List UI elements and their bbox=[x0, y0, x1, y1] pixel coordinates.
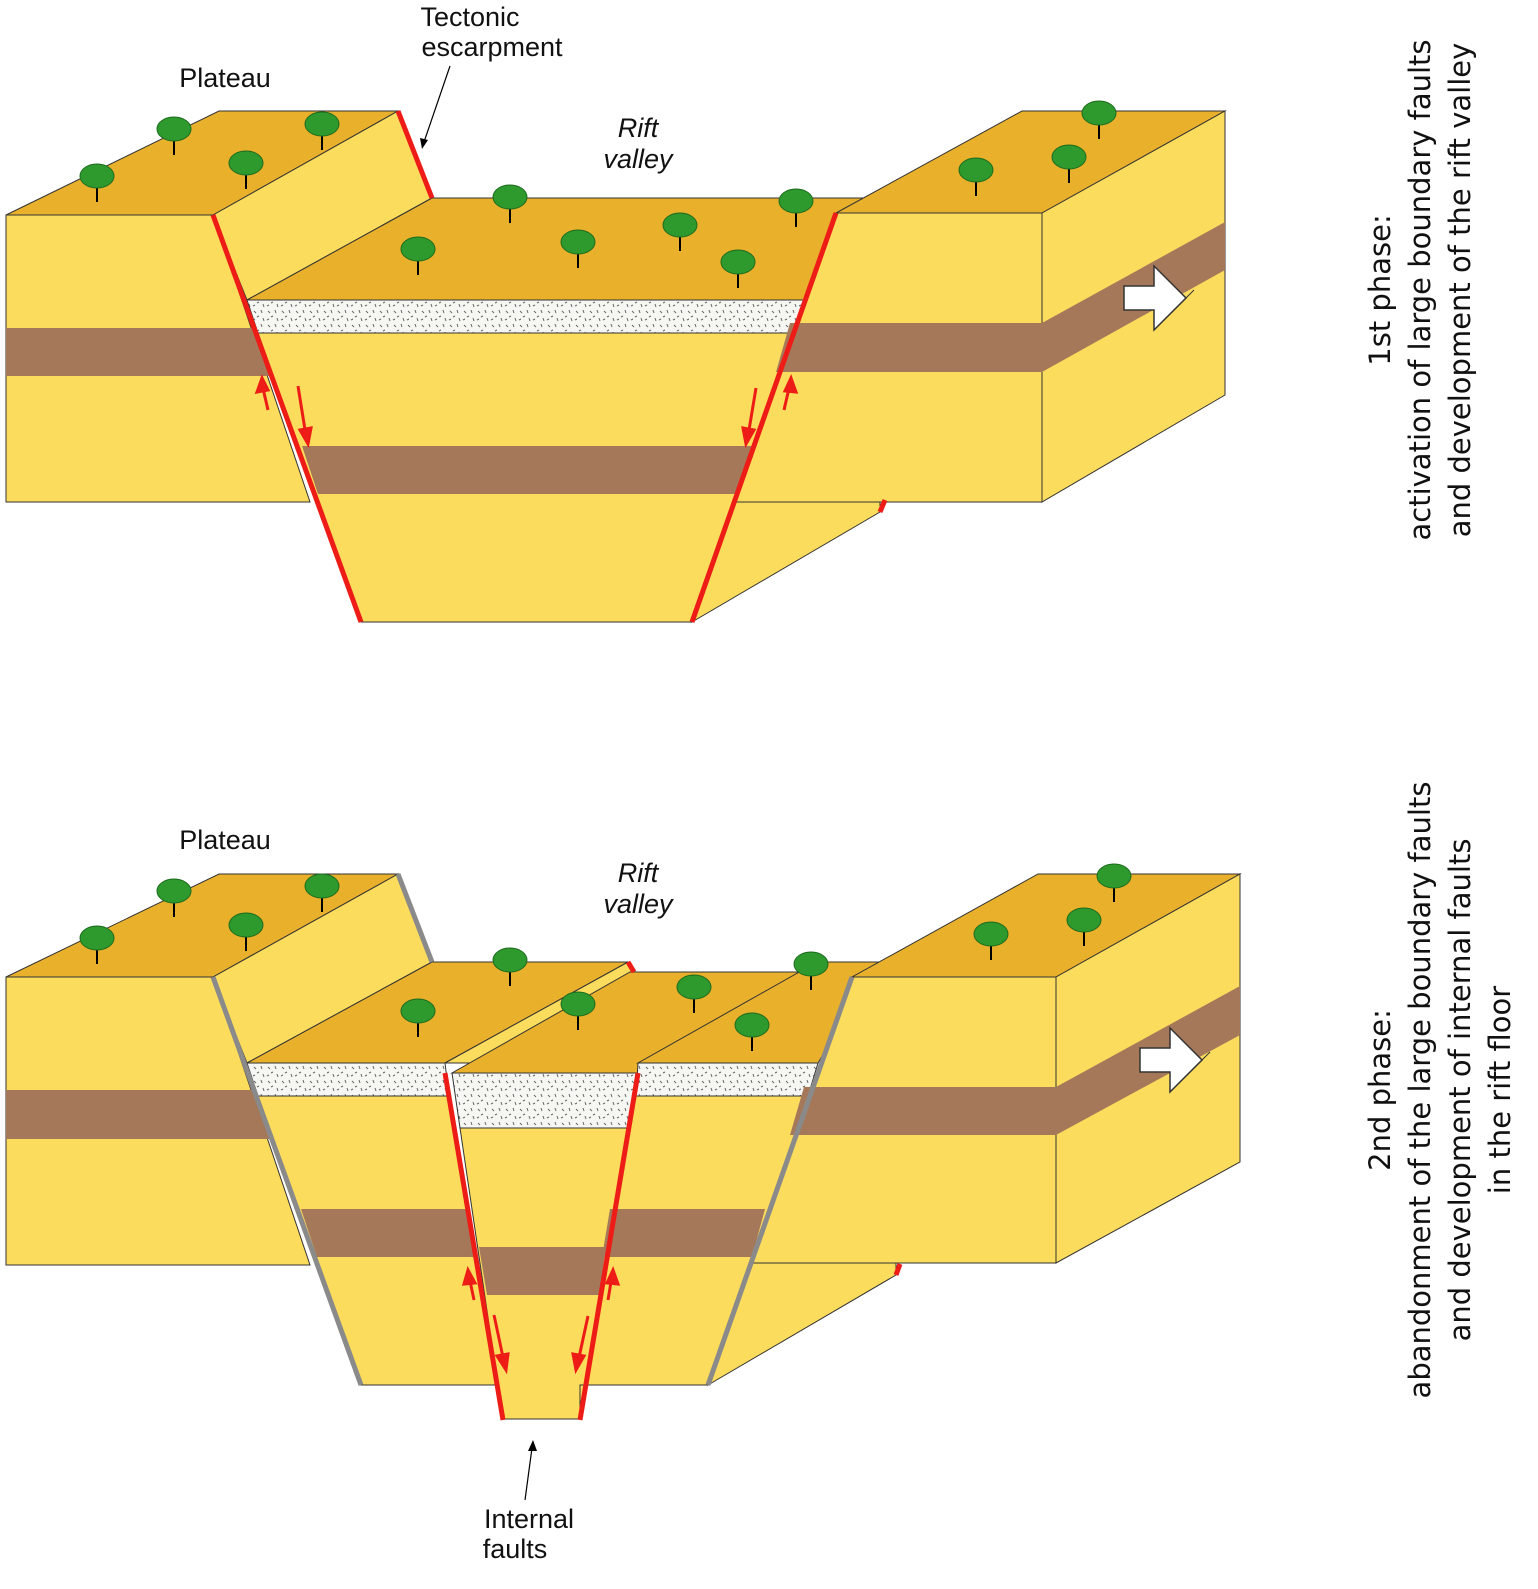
phase-2-line3: and development of internal faults bbox=[1443, 839, 1477, 1342]
graben-right-subblock bbox=[579, 961, 879, 1420]
phase-1-line2: activation of large boundary faults bbox=[1403, 39, 1437, 540]
rift-label-line1: Rift bbox=[618, 113, 660, 143]
internal-faults-label-line2: faults bbox=[483, 1534, 548, 1564]
left-block bbox=[5, 110, 433, 503]
slip-arrow-icon bbox=[254, 374, 799, 449]
boundary-faults-active bbox=[210, 110, 888, 623]
panel-2-diagram: Plateau Rift valley Internal faults 2nd … bbox=[5, 782, 1517, 1564]
internal-faults-pointer bbox=[524, 1447, 533, 1501]
phase-2-title: 2nd phase: bbox=[1363, 1009, 1397, 1171]
phase-2-caption: 2nd phase: abandonment of the large boun… bbox=[1363, 782, 1517, 1399]
graben-central-block bbox=[444, 961, 819, 1420]
rift-label-2-line2: valley bbox=[603, 889, 674, 919]
phase-1-title: 1st phase: bbox=[1363, 214, 1397, 365]
plateau-label: Plateau bbox=[179, 63, 271, 93]
escarpment-label-line1: Tectonic bbox=[420, 2, 519, 32]
rift-label-2-line1: Rift bbox=[618, 858, 660, 888]
rift-label-line2: valley bbox=[603, 144, 674, 174]
phase-2-line4: in the rift floor bbox=[1483, 986, 1517, 1194]
slip-arrow-icon bbox=[461, 1266, 621, 1375]
phase-1-line3: and development of the rift valley bbox=[1443, 43, 1477, 538]
graben-left-subblock bbox=[246, 961, 629, 1421]
graben-block bbox=[246, 197, 867, 623]
escarpment-pointer bbox=[423, 65, 451, 143]
phase-1-caption: 1st phase: activation of large boundary … bbox=[1363, 39, 1477, 540]
internal-faults-active bbox=[442, 960, 903, 1421]
escarpment-label-line2: escarpment bbox=[421, 32, 563, 62]
internal-faults-label-line1: Internal bbox=[484, 1504, 574, 1534]
phase-2-line2: abandonment of the large boundary faults bbox=[1403, 782, 1437, 1399]
left-block-2 bbox=[5, 873, 433, 1266]
panel-1-diagram: Plateau Tectonic escarpment Rift valley … bbox=[5, 2, 1477, 624]
boundary-faults-inactive bbox=[210, 873, 855, 1386]
plateau-label-2: Plateau bbox=[179, 825, 271, 855]
